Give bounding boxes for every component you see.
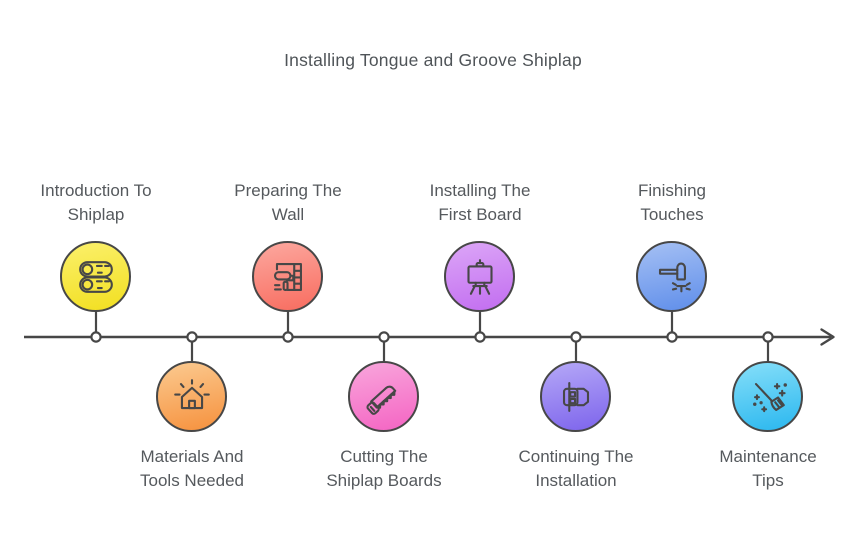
page-title: Installing Tongue and Groove Shiplap bbox=[284, 50, 582, 70]
step-label: Continuing The Installation bbox=[481, 445, 671, 493]
handsaw-icon bbox=[365, 385, 396, 415]
step-label: Finishing Touches bbox=[577, 179, 767, 227]
step-label-line: Installing The bbox=[429, 181, 531, 200]
step-label-line: Shiplap bbox=[67, 205, 125, 224]
step-label-line: Maintenance bbox=[719, 447, 817, 466]
step-label: Installing The First Board bbox=[385, 179, 575, 227]
step-label: Materials And Tools Needed bbox=[97, 445, 287, 493]
step-label-line: Tips bbox=[752, 471, 784, 490]
timeline-node bbox=[90, 331, 102, 343]
step-label-line: Finishing bbox=[637, 181, 707, 200]
step-label-line: First Board bbox=[438, 205, 522, 224]
timeline-node bbox=[570, 331, 582, 343]
timeline-node bbox=[666, 331, 678, 343]
step-label: Preparing The Wall bbox=[193, 179, 383, 227]
hammer-nail-icon bbox=[658, 262, 691, 292]
step-label-line: Tools Needed bbox=[140, 471, 244, 490]
step-label: Maintenance Tips bbox=[673, 445, 863, 493]
step-circle bbox=[444, 241, 515, 312]
easel-board-icon bbox=[466, 258, 493, 295]
timeline-node bbox=[186, 331, 198, 343]
step-label-line: Shiplap Boards bbox=[326, 471, 442, 490]
step-label-line: Touches bbox=[640, 205, 704, 224]
paint-roller-icon bbox=[273, 262, 302, 291]
step-circle bbox=[156, 361, 227, 432]
step-label-line: Cutting The bbox=[340, 447, 428, 466]
broom-icon bbox=[752, 382, 787, 412]
step-label-line: Wall bbox=[271, 205, 305, 224]
step-label-line: Preparing The bbox=[234, 181, 342, 200]
timeline-node bbox=[474, 331, 486, 343]
timeline-node bbox=[762, 331, 774, 343]
step-label-line: Continuing The bbox=[518, 447, 634, 466]
timeline-node bbox=[378, 331, 390, 343]
board-profile-icon bbox=[562, 381, 589, 412]
step-label: Introduction To Shiplap bbox=[1, 179, 191, 227]
step-label-line: Materials And bbox=[140, 447, 244, 466]
step-label-line: Installation bbox=[535, 471, 617, 490]
house-icon bbox=[173, 378, 210, 409]
step-circle bbox=[348, 361, 419, 432]
step-circle bbox=[252, 241, 323, 312]
step-circle bbox=[732, 361, 803, 432]
step-circle bbox=[540, 361, 611, 432]
timeline-node bbox=[282, 331, 294, 343]
wood-logs-icon bbox=[78, 260, 113, 293]
timeline-arrow-icon bbox=[820, 328, 835, 346]
step-label: Cutting The Shiplap Boards bbox=[289, 445, 479, 493]
step-circle bbox=[60, 241, 131, 312]
step-circle bbox=[636, 241, 707, 312]
step-label-line: Introduction To bbox=[40, 181, 152, 200]
